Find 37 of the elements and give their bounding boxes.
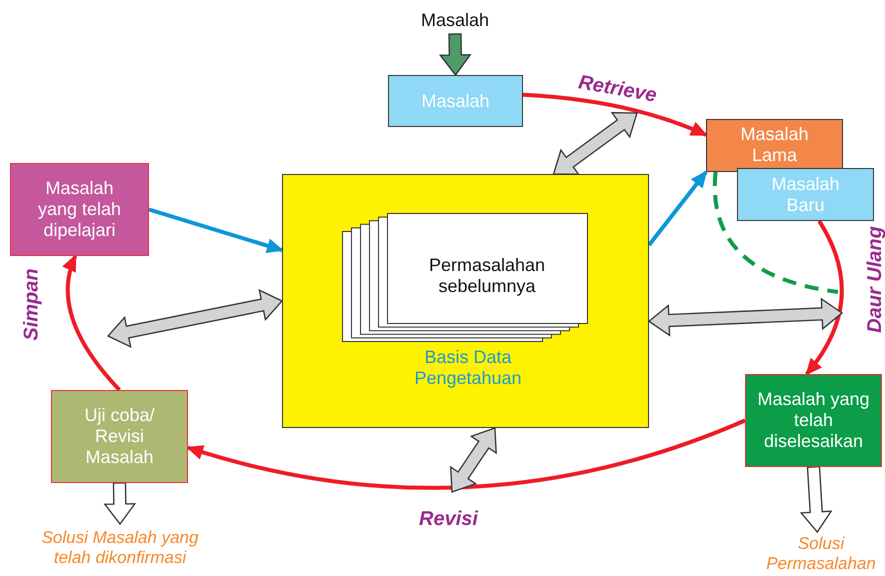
- block-arrow: [800, 466, 832, 534]
- process-box: [10, 163, 149, 256]
- arrow: [186, 418, 746, 490]
- edge-label: Retrieve: [576, 71, 658, 108]
- box-label: Masalah Lama: [739, 124, 810, 166]
- box-label: Permasalahan sebelumnya: [428, 255, 546, 296]
- box-label: Masalah yang telah diselesaikan: [756, 389, 871, 452]
- process-box: [51, 390, 188, 483]
- process-box: [706, 119, 843, 172]
- edge-label: Revisi: [419, 508, 478, 531]
- process-box: [737, 168, 874, 221]
- arrow: [805, 220, 844, 376]
- box-label: Masalah yang telah dipelajari: [36, 178, 122, 241]
- arrow: [148, 208, 284, 253]
- process-box: [388, 75, 523, 127]
- dashed-connector: [712, 172, 838, 294]
- arrow: [62, 254, 121, 392]
- double-arrow: [552, 112, 638, 175]
- output-label: Solusi Masalah yang telah dikonfirmasi: [40, 528, 200, 568]
- block-arrow: [439, 33, 472, 76]
- edge-label: Simpan: [20, 268, 44, 341]
- stacked-pages: [342, 213, 588, 345]
- box-label: Masalah: [421, 90, 490, 112]
- database-panel: [282, 174, 649, 428]
- box-label: Basis Data Pengetahuan: [413, 347, 523, 388]
- edge-label: Daur Ulang: [864, 226, 885, 333]
- box-label: Masalah Baru: [770, 174, 841, 216]
- arrow: [647, 170, 708, 246]
- arrow: [522, 92, 708, 137]
- double-arrow: [106, 289, 284, 348]
- block-arrow: [104, 482, 136, 526]
- process-box: [745, 374, 882, 467]
- output-label: Solusi Permasalahan: [765, 534, 877, 574]
- box-label: Uji coba/ Revisi Masalah: [83, 405, 156, 468]
- double-arrow: [648, 298, 844, 337]
- input-label: Masalah: [420, 10, 490, 30]
- double-arrow: [450, 427, 497, 493]
